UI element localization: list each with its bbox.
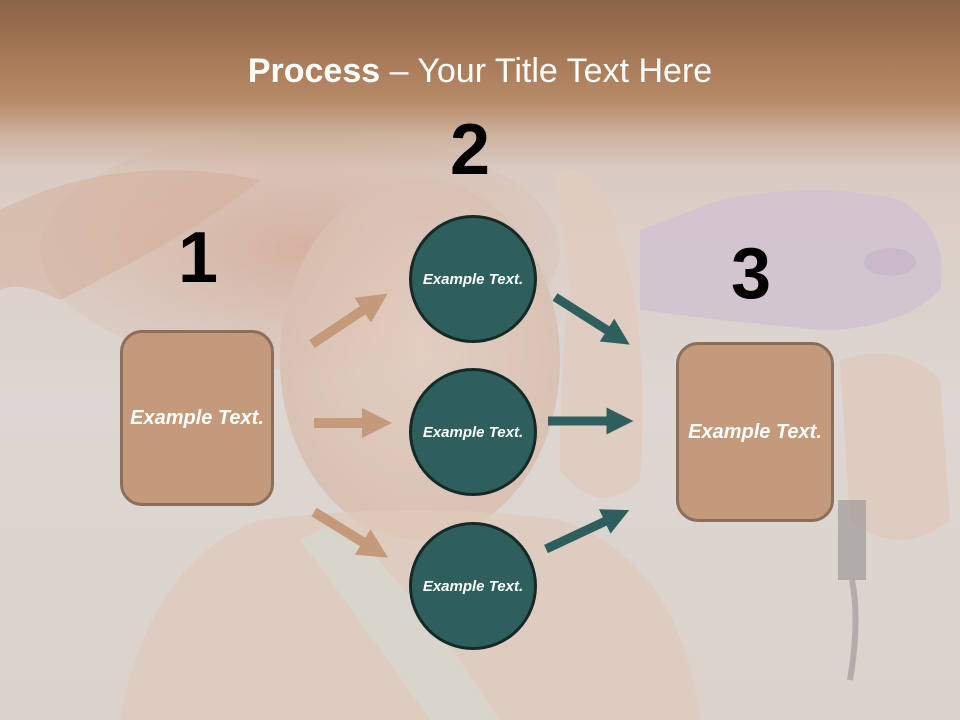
- step-2-circle-middle-text: Example Text.: [422, 423, 524, 441]
- step-2-circle-middle[interactable]: Example Text.: [409, 368, 537, 496]
- step-1-box[interactable]: Example Text.: [120, 330, 274, 506]
- arrow-2-to-3-bottom: [544, 509, 630, 554]
- arrow-1-to-2-bottom: [311, 507, 389, 558]
- step-3-box[interactable]: Example Text.: [676, 342, 834, 522]
- title-strong: Process: [247, 52, 381, 90]
- step-3-text: Example Text.: [688, 420, 822, 443]
- step-2-circle-bottom-text: Example Text.: [422, 577, 524, 595]
- title-rest: – Your Title Text Here: [380, 52, 713, 90]
- arrow-1-to-2-top: [309, 293, 388, 349]
- header-band: [0, 0, 960, 170]
- step-1-number: 1: [178, 218, 219, 298]
- slide-title: Process – Your Title Text Here: [0, 52, 960, 91]
- step-3-number: 3: [731, 234, 772, 314]
- step-2-circle-bottom[interactable]: Example Text.: [409, 522, 537, 650]
- step-2-number: 2: [450, 110, 491, 190]
- step-2-circle-top[interactable]: Example Text.: [409, 215, 537, 343]
- arrow-2-to-3-top: [552, 293, 630, 345]
- step-2-circle-top-text: Example Text.: [422, 270, 524, 288]
- step-1-text: Example Text.: [130, 406, 264, 429]
